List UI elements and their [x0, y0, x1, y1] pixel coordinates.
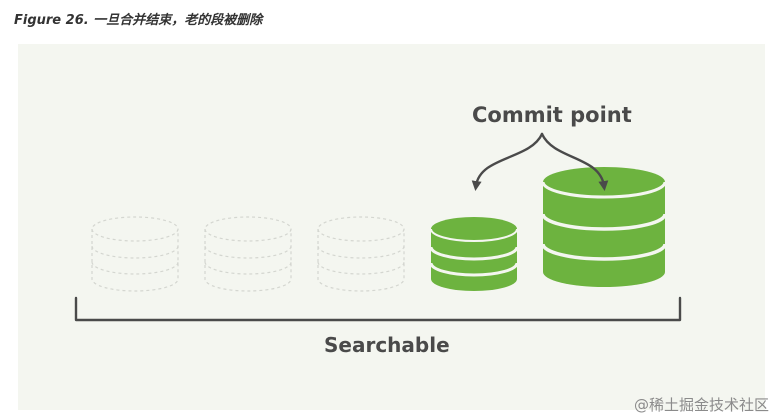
- deleted-segment-3: [317, 216, 405, 292]
- diagram-canvas: Commit point Searchable: [18, 44, 765, 410]
- commit-point-label: Commit point: [472, 103, 632, 127]
- deleted-segment-1: [91, 216, 179, 292]
- searchable-bracket: [74, 296, 682, 322]
- diagram-svg: [74, 132, 682, 322]
- merged-segment-large: [541, 167, 667, 287]
- figure-caption: Figure 26. 一旦合并结束，老的段被删除: [14, 13, 263, 28]
- active-segment-small: [429, 217, 519, 291]
- commit-point-arrows: [471, 132, 609, 191]
- watermark: @稀土掘金技术社区: [633, 396, 769, 414]
- searchable-label: Searchable: [324, 333, 450, 357]
- deleted-segment-2: [204, 216, 292, 292]
